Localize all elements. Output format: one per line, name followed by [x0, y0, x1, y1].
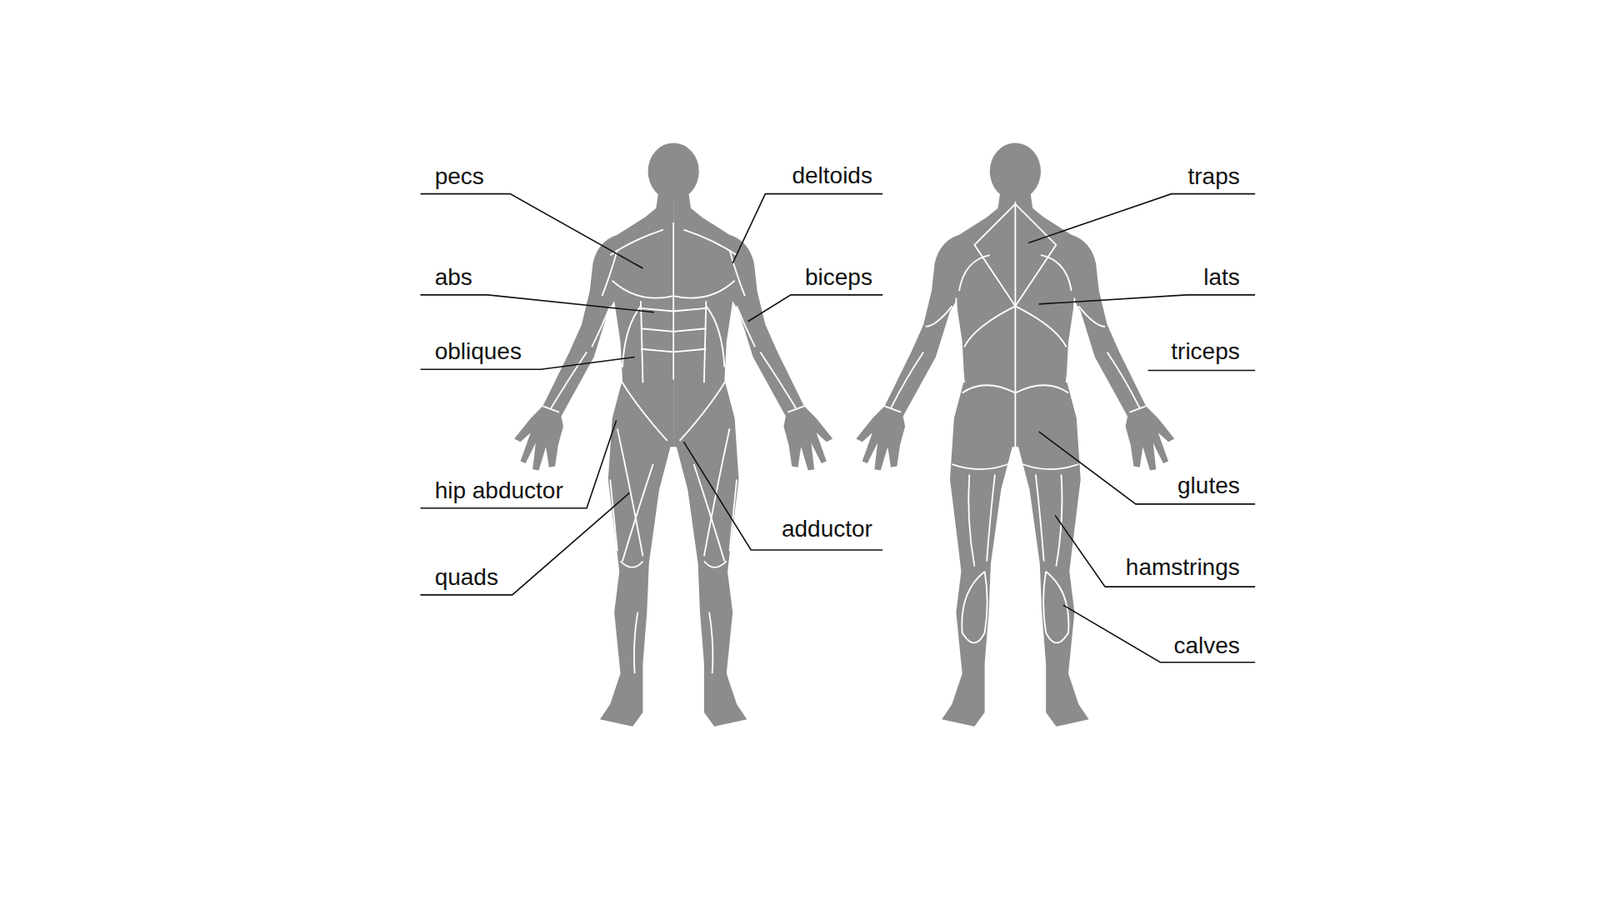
head [990, 142, 1041, 200]
midline [672, 222, 675, 380]
leader-line [1148, 370, 1256, 372]
muscle-label: triceps [1170, 338, 1240, 365]
front-figure [514, 142, 833, 726]
leader-line [1063, 605, 1255, 663]
leader-line [420, 492, 630, 595]
muscle-label: glutes [1177, 472, 1240, 500]
body-half [1015, 194, 1175, 727]
muscle-label: adductor [781, 515, 873, 543]
muscle-label: lats [1203, 264, 1240, 291]
leader-line [420, 420, 616, 508]
leader-line [1039, 431, 1256, 505]
muscle-label: hamstrings [1125, 554, 1240, 581]
muscle-label: pecs [435, 163, 485, 190]
muscle-lines [885, 204, 1016, 644]
leader-lines [420, 194, 1255, 663]
leader-line [1039, 295, 1256, 305]
muscle-label: obliques [435, 338, 522, 365]
muscle-label: abs [435, 264, 473, 291]
head [648, 142, 700, 200]
muscle-label: traps [1188, 163, 1240, 190]
body-half [514, 194, 674, 727]
leader-line [1028, 194, 1255, 244]
muscle-label: deltoids [791, 162, 873, 190]
muscle-label: biceps [805, 264, 873, 291]
muscle-lines [673, 230, 805, 675]
leader-line [748, 295, 884, 322]
leader-line [683, 441, 883, 550]
leader-line [420, 295, 654, 313]
back-figure [855, 142, 1175, 726]
body-half [855, 194, 1015, 727]
muscle-lines [542, 230, 674, 675]
muscle-label: hip abductor [435, 477, 564, 505]
muscle-label: quads [435, 564, 499, 591]
leader-line [1055, 515, 1255, 587]
spine-line [1014, 201, 1016, 461]
leader-line [732, 194, 883, 264]
leader-line [420, 194, 643, 269]
muscle-label: calves [1173, 632, 1240, 660]
